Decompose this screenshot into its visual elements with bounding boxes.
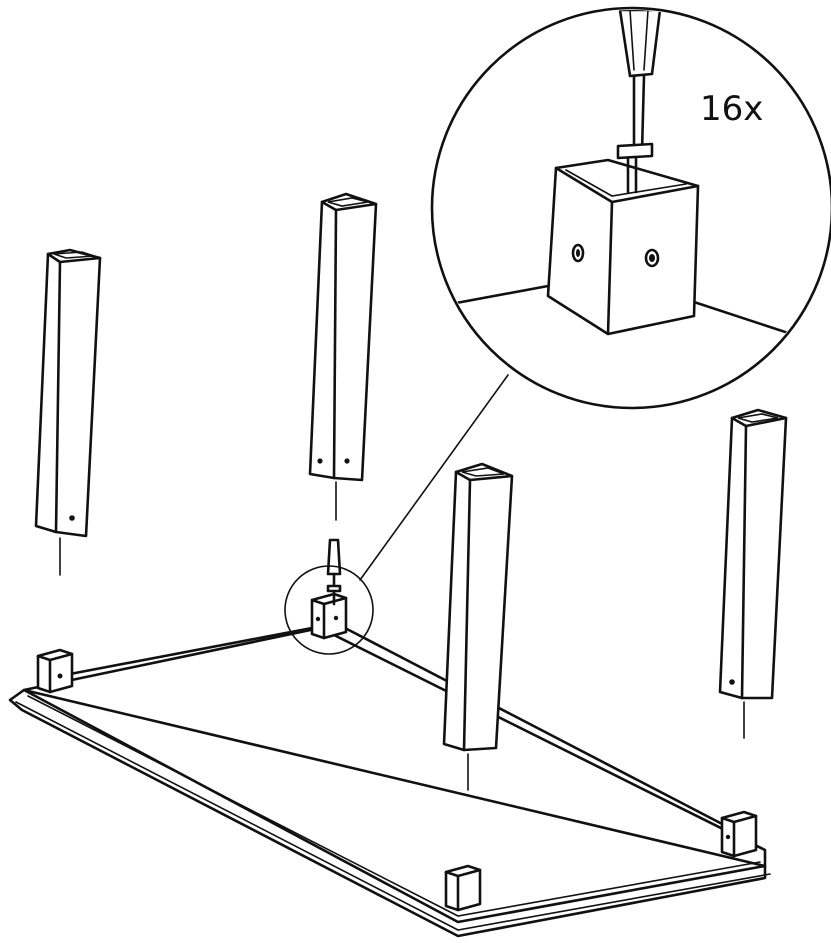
- leg-2: [308, 192, 378, 521]
- detail-marker-circle: [284, 565, 374, 655]
- leg-4: [718, 408, 788, 739]
- corner-bracket-back-left: [310, 592, 348, 640]
- callout-leader-line: [359, 374, 509, 581]
- tabletop: [8, 626, 771, 938]
- corner-bracket-front-right: [444, 864, 482, 912]
- corner-bracket-front-left: [36, 648, 74, 694]
- leg-1: [34, 248, 102, 576]
- screwdriver-icon: [326, 538, 342, 606]
- leg-3: [442, 462, 514, 791]
- frame-rails: [68, 626, 728, 828]
- quantity-label: 16x: [700, 89, 763, 129]
- corner-bracket-back-right: [720, 810, 758, 858]
- detail-callout: 16x: [430, 6, 831, 410]
